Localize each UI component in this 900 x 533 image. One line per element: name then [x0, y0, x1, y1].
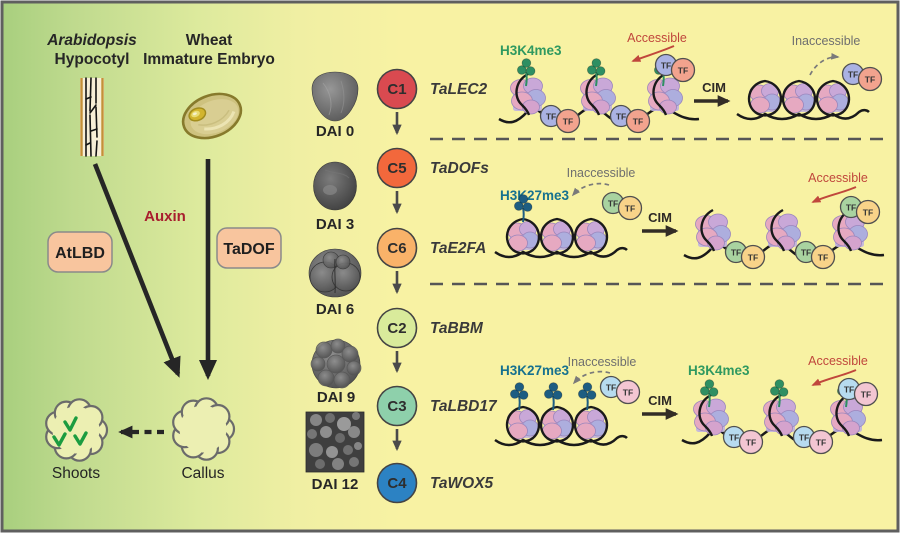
gene-label-talec2: TaLEC2	[430, 81, 488, 98]
inaccessible-arrow-row1	[809, 52, 840, 76]
wheat-title-line2: Immature Embryo	[143, 51, 275, 68]
row1-closed-chromatin	[736, 79, 870, 121]
shoots-cloud	[45, 398, 109, 462]
dai-9-label: DAI 9	[317, 389, 355, 406]
tadof-box-label: TaDOF	[223, 241, 274, 258]
gene-label-tawox5: TaWOX5	[430, 475, 494, 492]
chromatin-row-2: H3K27me3 Inaccessible CIM Accessible	[494, 166, 885, 270]
timeline-column: DAI 0 DAI 3 DAI 6 DA	[305, 68, 498, 504]
accessible-label-row1: Accessible	[627, 31, 687, 45]
h3k27me3-label-row2: H3K27me3	[500, 188, 570, 203]
cluster-circle-c1	[376, 68, 418, 110]
cluster-circle-c6	[376, 227, 418, 269]
cim-label-row1: CIM	[702, 80, 726, 95]
cluster-chain: C1 C5 C6 C2 C3 C4	[376, 68, 418, 504]
gene-label-tae2fa: TaE2FA	[430, 240, 486, 257]
dai-6-micrograph	[308, 248, 362, 298]
cluster-id-c4: C4	[387, 475, 407, 492]
dai-3-micrograph	[313, 161, 357, 211]
dai-0-micrograph	[311, 71, 359, 122]
chromatin-panel: H3K4me3 Accessible CIM Inaccessible	[430, 31, 885, 455]
dai-9-micrograph	[310, 338, 362, 389]
cluster-circle-c4	[376, 462, 418, 504]
cluster-circle-c3	[376, 385, 418, 427]
cluster-circle-c2	[376, 307, 418, 349]
inaccessible-label-row1: Inaccessible	[792, 34, 861, 48]
inaccessible-label-row2: Inaccessible	[567, 166, 636, 180]
inaccessible-arrow-row3	[572, 370, 611, 385]
gene-label-talbd17: TaLBD17	[430, 398, 498, 415]
left-panel: Arabidopsis Hypocotyl Wheat Immature Emb…	[45, 32, 282, 482]
dai-3-label: DAI 3	[316, 216, 354, 233]
arabidopsis-title-line1: Arabidopsis	[46, 32, 137, 49]
chromatin-row-1: H3K4me3 Accessible CIM Inaccessible	[498, 31, 883, 134]
callus-cloud	[172, 397, 236, 461]
auxin-label: Auxin	[144, 208, 186, 225]
row1-open-chromatin	[498, 57, 700, 134]
dai-6-label: DAI 6	[316, 301, 354, 318]
atlbd-box-label: AtLBD	[55, 245, 105, 262]
dai-0-label: DAI 0	[316, 123, 354, 140]
shoot-sprouts	[52, 416, 88, 447]
shoots-label: Shoots	[52, 465, 101, 482]
gene-label-tabbm: TaBBM	[430, 320, 484, 337]
arabidopsis-title-line2: Hypocotyl	[55, 51, 130, 68]
dai-12-label: DAI 12	[312, 476, 359, 493]
wheat-title-line1: Wheat	[186, 32, 233, 49]
row2-closed-chromatin	[494, 193, 628, 259]
cluster-id-c2: C2	[387, 320, 406, 337]
accessible-arrow-row1	[631, 45, 675, 62]
cim-label-row2: CIM	[648, 210, 672, 225]
dai-12-micrograph	[305, 411, 365, 473]
row2-open-chromatin	[683, 208, 885, 270]
accessible-label-row2: Accessible	[808, 171, 868, 185]
cluster-id-c6: C6	[387, 240, 406, 257]
accessible-arrow-row3	[811, 369, 857, 386]
h3k4me3-label-row3: H3K4me3	[688, 363, 750, 378]
atlbd-box: AtLBD	[47, 231, 113, 273]
cluster-id-c3: C3	[387, 398, 406, 415]
accessible-label-row3: Accessible	[808, 354, 868, 368]
h3k4me3-label-row1: H3K4me3	[500, 43, 562, 58]
inaccessible-arrow-row2	[571, 182, 610, 197]
cluster-id-c1: C1	[387, 81, 406, 98]
row3-open-chromatin	[681, 378, 883, 455]
h3k27me3-label-row3: H3K27me3	[500, 363, 570, 378]
row3-closed-chromatin	[494, 381, 628, 447]
inaccessible-label-row3: Inaccessible	[568, 355, 637, 369]
hypocotyl-illustration	[80, 77, 104, 157]
wheat-embryo-illustration	[181, 92, 243, 140]
hypocotyl-to-callus-arrow	[92, 163, 181, 378]
gene-label-tadofs: TaDOFs	[430, 160, 489, 177]
cluster-circle-c5	[376, 147, 418, 189]
cim-label-row3: CIM	[648, 393, 672, 408]
callus-label: Callus	[181, 465, 224, 482]
chromatin-row-3: H3K27me3 Inaccessible CIM H3K4me3	[494, 354, 883, 455]
tadof-box: TaDOF	[216, 227, 282, 269]
cluster-id-c5: C5	[387, 160, 406, 177]
accessible-arrow-row2	[811, 186, 857, 203]
